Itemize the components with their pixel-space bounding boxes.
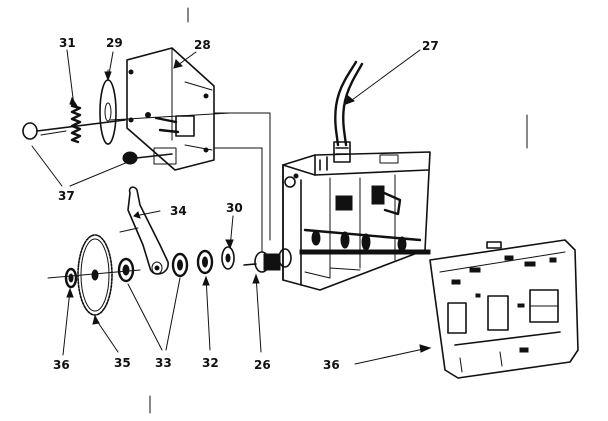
part-36-washer	[47, 267, 141, 289]
callout-29: 29	[106, 36, 123, 50]
callout-36-faceplate: 36	[323, 358, 340, 372]
leader-lines	[31, 49, 432, 365]
callout-labels: 31 29 28 27 37 34 30 36 35 33 32 26 36	[53, 36, 439, 372]
callout-37: 37	[58, 189, 75, 203]
part-34-lever	[119, 186, 169, 275]
part-27-cord	[333, 60, 364, 163]
callout-31: 31	[59, 36, 76, 50]
callout-35: 35	[114, 356, 131, 370]
callout-27: 27	[422, 39, 439, 53]
callout-34: 34	[170, 204, 187, 218]
callout-28: 28	[194, 38, 211, 52]
timer-housing	[282, 151, 431, 291]
callout-32: 32	[202, 356, 219, 370]
part-28-bracket	[126, 47, 215, 171]
part-30-washer	[221, 246, 235, 270]
callout-36-washer: 36	[53, 358, 70, 372]
part-37-screws	[22, 119, 173, 165]
callout-30: 30	[226, 201, 243, 215]
scan-marks	[149, 7, 528, 414]
part-33-spacers	[117, 252, 189, 283]
part-38-faceplate	[429, 239, 579, 379]
callout-26: 26	[254, 358, 271, 372]
callout-33: 33	[155, 356, 172, 370]
part-32-washer	[196, 249, 214, 275]
bracket-shaft	[109, 112, 271, 253]
part-31-spring	[70, 104, 82, 144]
part-26-shaft	[243, 248, 292, 273]
